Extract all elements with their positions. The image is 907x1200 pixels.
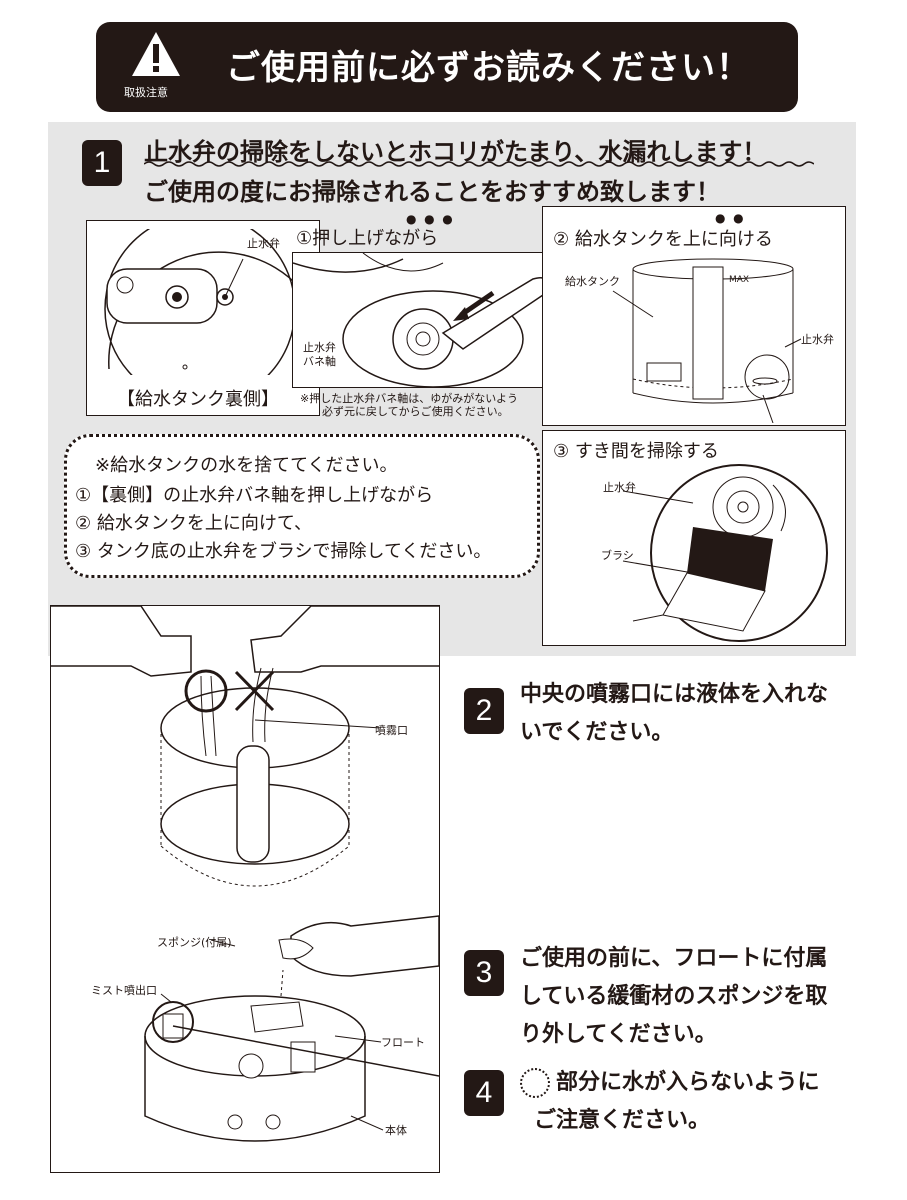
emphasis-dots: ● ● ● bbox=[406, 212, 453, 226]
instructions-bubble: ※給水タンクの水を捨ててください。 ①【裏側】の止水弁バネ軸を押し上げながら ②… bbox=[64, 434, 540, 578]
valve-label: 止水弁 bbox=[801, 333, 834, 346]
nozzle-label: 噴霧口 bbox=[375, 724, 408, 737]
bubble-line-0: ※給水タンクの水を捨ててください。 bbox=[95, 455, 398, 476]
step3-text: ご使用の前に、フロートに付属 している緩衝材のスポンジを取 り外してください。 bbox=[520, 940, 827, 1054]
body-label: 本体 bbox=[385, 1124, 407, 1137]
humidifier-illustration: 噴霧口 スポンジ(付属) ミスト噴出口 フロート 本体 bbox=[50, 605, 440, 1173]
sponge-label: スポンジ(付属) bbox=[157, 936, 232, 949]
caution-label: 取扱注意 bbox=[124, 86, 168, 99]
warning-icon bbox=[132, 32, 180, 76]
step3-line-3: り外してください。 bbox=[520, 1022, 717, 1047]
brush-cleaning-diagram bbox=[622, 464, 828, 642]
step1-title: ①押し上げながら bbox=[296, 228, 439, 249]
step1-note-1: ※押した止水弁バネ軸は、ゆがみがないよう bbox=[300, 392, 518, 405]
headline-2: ご使用の度にお掃除されることをおすすめ致します！ bbox=[144, 178, 720, 206]
bubble-line-2: ② 給水タンクを上に向けて、 bbox=[75, 513, 312, 534]
panel-tank-back: 止水弁 【給水タンク裏側】 bbox=[86, 220, 320, 416]
section-valve-cleaning: 1 止水弁の掃除をしないとホコリがたまり、水漏れします！ ご使用の度にお掃除され… bbox=[48, 122, 856, 656]
step-number-2: 2 bbox=[464, 688, 504, 734]
step2-text: 中央の噴霧口には液体を入れな いでください。 bbox=[520, 676, 828, 752]
valve-label: 止水弁 bbox=[603, 481, 636, 494]
bubble-line-3: ③ タンク底の止水弁をブラシで掃除してください。 bbox=[75, 541, 492, 562]
page-title: ご使用前に必ずお読みください！ bbox=[226, 48, 751, 88]
panel-step1: 止水弁 バネ軸 bbox=[292, 252, 578, 388]
spring-press-diagram bbox=[293, 253, 548, 387]
step4-text: 部分に水が入らないように ご注意ください。 bbox=[520, 1064, 820, 1140]
brush-label: ブラシ bbox=[601, 549, 634, 562]
spring-label-2: バネ軸 bbox=[303, 355, 336, 368]
step2-title: ② 給水タンクを上に向ける bbox=[553, 229, 773, 250]
panel-step3: ③ すき間を掃除する 止水弁 ブラシ bbox=[542, 430, 846, 646]
wavy-underline bbox=[144, 161, 814, 167]
mist-outlet-label: ミスト噴出口 bbox=[91, 984, 157, 997]
step3-title: ③ すき間を掃除する bbox=[553, 441, 719, 462]
step3-line-1: ご使用の前に、フロートに付属 bbox=[520, 946, 828, 971]
step4-line-2: ご注意ください。 bbox=[534, 1108, 711, 1133]
tank-label: 給水タンク bbox=[565, 275, 620, 288]
step4-line-1: 部分に水が入らないように bbox=[556, 1070, 820, 1095]
dotted-circle-icon bbox=[520, 1068, 550, 1098]
step-number-4: 4 bbox=[464, 1070, 504, 1116]
float-label: フロート bbox=[381, 1036, 425, 1049]
headline-1: 止水弁の掃除をしないとホコリがたまり、水漏れします！ bbox=[144, 138, 767, 166]
spring-label-1: 止水弁 bbox=[303, 341, 336, 354]
tank-upright-diagram bbox=[612, 258, 802, 423]
step2-line-2: いでください。 bbox=[520, 720, 674, 745]
panel-step2: ② 給水タンクを上に向ける ● ● 給水タンク MAX 止水弁 bbox=[542, 206, 846, 426]
bubble-line-1: ①【裏側】の止水弁バネ軸を押し上げながら bbox=[75, 485, 434, 506]
step-number-3: 3 bbox=[464, 950, 504, 996]
caution-header: 取扱注意 ご使用前に必ずお読みください！ bbox=[96, 22, 798, 112]
humidifier-diagram bbox=[51, 606, 439, 1142]
step1-note-2: 必ず元に戻してからご使用ください。 bbox=[322, 405, 509, 418]
emphasis-dots: ● ● bbox=[715, 211, 744, 225]
max-label: MAX bbox=[729, 275, 750, 285]
step-number-1: 1 bbox=[82, 140, 122, 186]
step3-line-2: している緩衝材のスポンジを取 bbox=[520, 984, 828, 1009]
valve-label: 止水弁 bbox=[247, 237, 280, 250]
step2-line-1: 中央の噴霧口には液体を入れな bbox=[520, 682, 829, 707]
tank-back-caption: 【給水タンク裏側】 bbox=[117, 389, 279, 410]
